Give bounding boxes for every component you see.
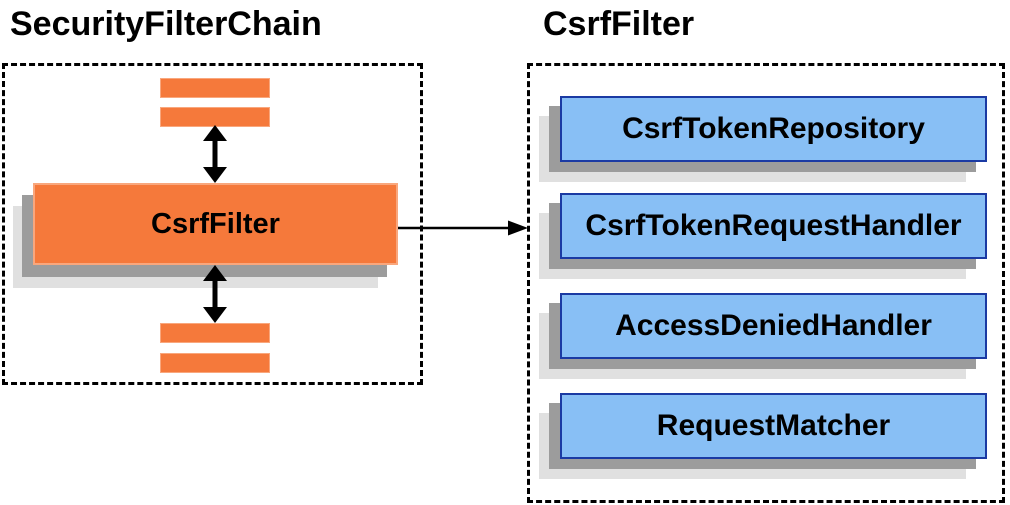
component-label: AccessDeniedHandler: [615, 309, 932, 342]
filter-stack-bar-top-1: [160, 78, 270, 98]
filter-stack-bar-bottom-2: [160, 353, 270, 373]
component-box-csrf-token-repository: CsrfTokenRepository: [560, 96, 987, 162]
component-box-access-denied-handler: AccessDeniedHandler: [560, 293, 987, 359]
csrf-filter-box: CsrfFilter: [33, 183, 398, 265]
component-label: CsrfTokenRepository: [622, 112, 925, 145]
up-down-arrow-icon: [203, 125, 227, 183]
up-down-arrow-icon: [203, 265, 227, 323]
component-box-csrf-token-request-handler: CsrfTokenRequestHandler: [560, 193, 987, 259]
component-label: CsrfTokenRequestHandler: [585, 209, 962, 242]
csrf-filter-components-panel: [527, 63, 1005, 503]
security-filter-chain-title: SecurityFilterChain: [10, 5, 322, 43]
component-label: RequestMatcher: [656, 409, 891, 442]
component-box-request-matcher: RequestMatcher: [560, 393, 987, 459]
right-arrow-icon: [398, 220, 528, 236]
csrf-filter-box-label: CsrfFilter: [151, 207, 280, 240]
security-filter-chain-panel: [2, 63, 423, 385]
filter-stack-bar-top-2: [160, 107, 270, 127]
filter-stack-bar-bottom-1: [160, 323, 270, 343]
csrf-filter-title: CsrfFilter: [543, 5, 695, 43]
